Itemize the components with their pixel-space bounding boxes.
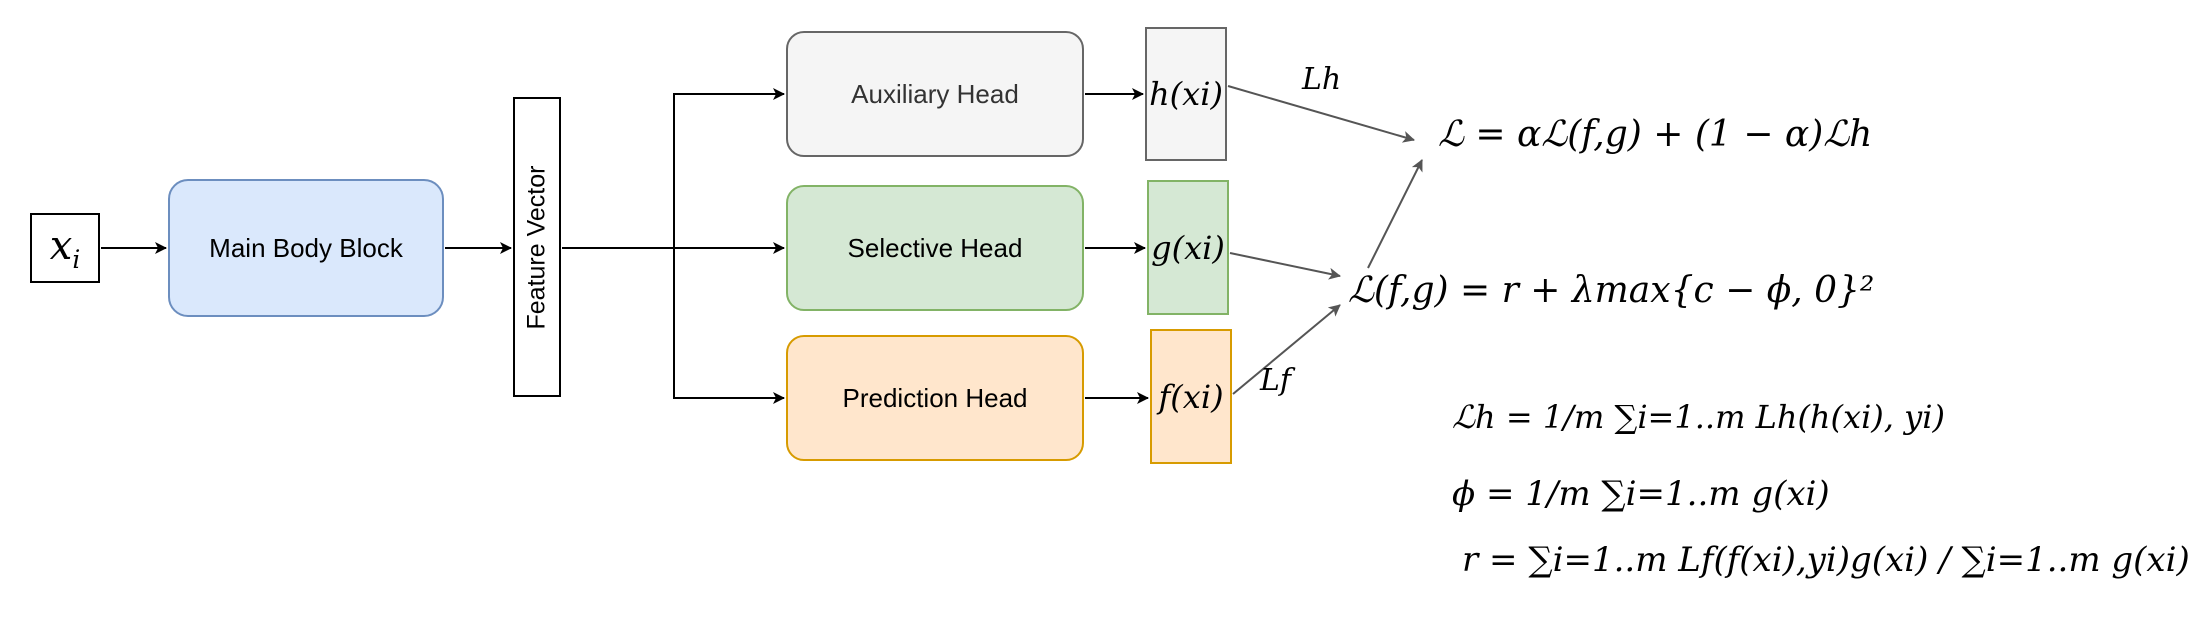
lh-edge-label: Lh (1302, 62, 1342, 97)
auxiliary-head-block: Auxiliary Head (786, 31, 1084, 157)
selective-loss-equation: ℒ(f,g) = r + λmax{c − ϕ, 0}² (1348, 270, 1875, 311)
prediction-head-block: Prediction Head (786, 335, 1084, 461)
arrow-g-to-selective-loss (1229, 252, 1341, 280)
g-output-node: g(xi) (1147, 180, 1229, 315)
selective-head-block: Selective Head (786, 185, 1084, 311)
h-output-label: h(xi) (1149, 75, 1223, 113)
total-loss-equation: ℒ = αℒ(f,g) + (1 − α)ℒh (1438, 114, 1873, 155)
main-body-block: Main Body Block (168, 179, 444, 317)
lh-definition: ℒh = 1/m ∑i=1..m Lh(h(xi), yi) (1452, 398, 1945, 436)
f-output-node: f(xi) (1150, 329, 1232, 464)
input-node: xi (30, 213, 100, 283)
arrow-f-to-selective-loss (1232, 304, 1341, 395)
feature-vector-block: Feature Vector (513, 97, 561, 397)
prediction-head-label: Prediction Head (842, 382, 1028, 413)
phi-definition: ϕ = 1/m ∑i=1..m g(xi) (1452, 474, 1830, 514)
main-body-label: Main Body Block (209, 232, 403, 263)
arrow-feature-to-prediction (673, 248, 785, 404)
feature-vector-label: Feature Vector (522, 165, 551, 329)
selective-head-label: Selective Head (847, 232, 1023, 263)
g-output-label: g(xi) (1151, 228, 1225, 267)
h-output-node: h(xi) (1145, 27, 1227, 161)
connector-layer (101, 85, 1423, 404)
arrow-selective-to-total-loss (1367, 159, 1423, 269)
auxiliary-head-label: Auxiliary Head (851, 78, 1019, 109)
f-output-label: f(xi) (1158, 377, 1224, 416)
arrow-h-to-total-loss (1227, 85, 1415, 143)
lf-edge-label: Lf (1260, 363, 1292, 398)
input-symbol: xi (49, 222, 81, 274)
arrow-feature-to-auxiliary (562, 88, 785, 249)
architecture-diagram: xi Main Body Block Feature Vector Auxili… (30, 27, 2190, 580)
r-definition: r = ∑i=1..m Lf(f(xi),yi)g(xi) / ∑i=1..m … (1462, 540, 2190, 580)
